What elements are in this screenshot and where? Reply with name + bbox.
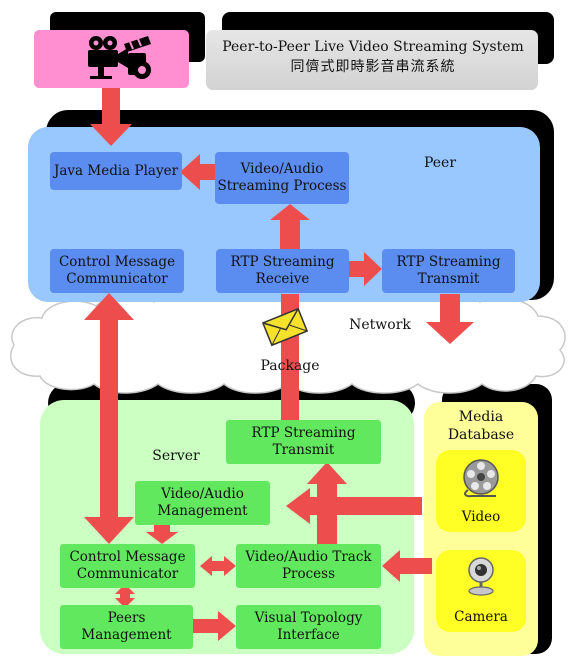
arrow-icon-to-player [90,88,132,146]
envelope-icon [262,307,308,347]
film-camera-icon [88,36,128,79]
peers-management-box[interactable]: Peers Management [60,605,193,649]
arrow-video-to-management [286,488,422,524]
server-control-message-box[interactable]: Control Message Communicator [60,544,195,588]
rtp-receive-line2: Receive [255,271,310,287]
arrow-control-message-link [84,293,134,544]
java-media-player-box[interactable]: Java Media Player [50,152,182,190]
video-label: Video [461,509,501,525]
peer-control-message-line2: Communicator [66,271,168,287]
peers-management-line2: Management [81,627,172,643]
peer-control-message-line1: Control Message [58,254,176,270]
arrow-control-track-link [200,556,236,576]
rtp-receive-line1: RTP Streaming [230,254,335,270]
streaming-process-line2: Streaming Process [217,178,347,194]
title-chinese: 同儕式即時影音串流系統 [290,59,456,75]
server-control-message-line2: Communicator [76,566,179,582]
title-english: Peer-to-Peer Live Video Streaming System [222,39,524,55]
server-rtp-transmit-line1: RTP Streaming [251,425,356,441]
visual-topology-line2: Interface [277,627,340,643]
network-label: Network [349,317,411,333]
track-process-box[interactable]: Video/Audio Track Process [236,544,381,588]
java-media-player-label: Java Media Player [53,162,179,179]
streaming-process-box[interactable]: Video/Audio Streaming Process [215,152,349,204]
arrow-receive-to-process [270,204,310,249]
visual-topology-line1: Visual Topology [254,610,363,626]
peer-control-message-box[interactable]: Control Message Communicator [50,249,184,293]
peers-management-line1: Peers [107,610,146,626]
media-database-line1: Media [458,409,504,425]
clapper-icon [124,36,151,79]
camera-source-box[interactable]: Camera [436,550,526,632]
arrow-camera-to-track [382,550,432,582]
peer-rtp-transmit-line2: Transmit [417,271,480,287]
server-control-message-line1: Control Message [69,549,186,565]
track-process-line2: Process [281,566,336,582]
peer-rtp-transmit-box[interactable]: RTP Streaming Transmit [382,249,515,293]
track-process-line1: Video/Audio Track [245,549,372,565]
arrow-receive-to-transmit [349,252,382,286]
film-reel-icon [463,459,499,498]
webcam-icon [468,557,494,596]
arrow-track-to-transmit [307,462,347,548]
camera-label: Camera [454,609,508,625]
visual-topology-box[interactable]: Visual Topology Interface [236,605,381,649]
arrow-peers-to-topology [193,611,236,641]
server-rtp-transmit-box[interactable]: RTP Streaming Transmit [226,420,381,464]
management-line1: Video/Audio [161,486,244,502]
video-audio-management-box[interactable]: Video/Audio Management [135,481,270,525]
arrow-management-to-control [146,524,178,544]
package-label: Package [260,358,320,374]
server-label: Server [152,448,200,464]
arrow-transmit-to-network [426,294,474,344]
title-panel [206,30,538,90]
peer-label: Peer [423,155,457,171]
peer-rtp-transmit-line1: RTP Streaming [396,254,501,270]
streaming-process-line1: Video/Audio [240,161,324,177]
server-rtp-transmit-line2: Transmit [272,442,335,458]
arrow-process-to-player [180,154,216,190]
management-line2: Management [157,503,248,519]
arrow-control-peers-link [115,584,135,608]
video-source-box[interactable]: Video [436,450,526,532]
media-database-line2: Database [447,427,515,443]
rtp-receive-box[interactable]: RTP Streaming Receive [216,249,349,293]
